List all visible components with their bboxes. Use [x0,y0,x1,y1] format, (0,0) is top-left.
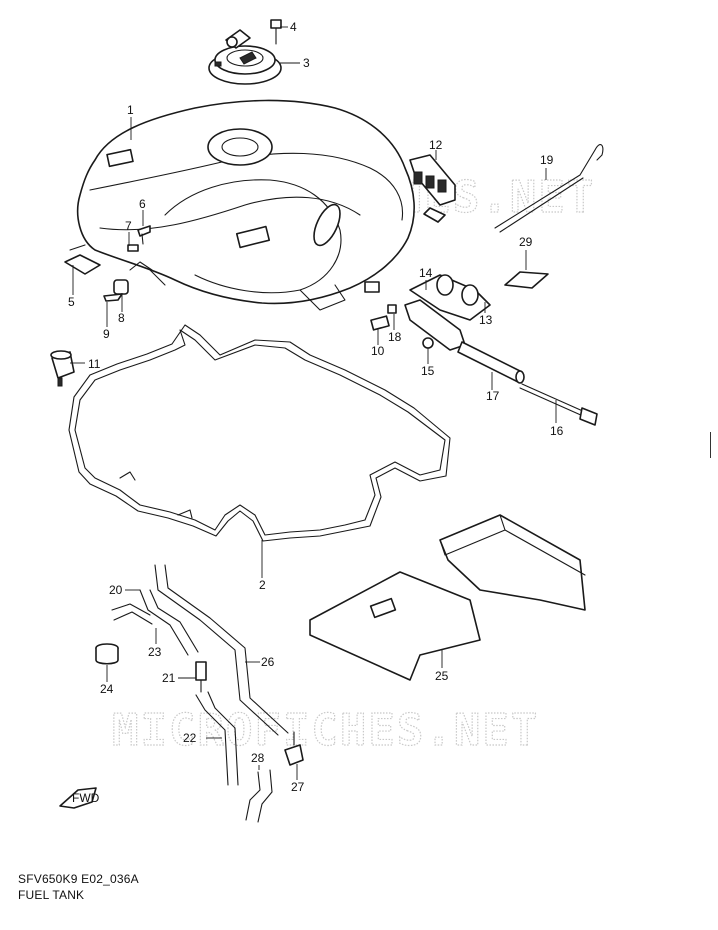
heat-shield-part [309,514,586,681]
fwd-label: FWD [72,791,100,805]
callout-2: 2 [259,578,266,592]
callout-13: 13 [479,313,493,327]
pad-part [504,271,549,289]
fuel-tank-part [76,99,415,311]
watermark-bottom: MICROFICHES.NET [112,705,539,756]
callout-23: 23 [148,645,162,659]
callout-9: 9 [103,327,110,341]
leader-lines [70,26,557,780]
callout-3: 3 [303,56,310,70]
callout-19: 19 [540,153,554,167]
ring-24-part [95,643,119,665]
callout-16: 16 [550,424,564,438]
bolt-6-part [137,225,151,245]
callout-11: 11 [88,357,101,371]
callout-25: 25 [435,669,449,683]
nut-18-part [387,304,397,314]
callout-20: 20 [109,583,123,597]
gasket-part [68,324,451,542]
hose-26-part [154,564,289,736]
callout-5: 5 [68,295,75,309]
callout-27: 27 [291,780,305,794]
hose-20-part [139,589,199,656]
hose-22-part [195,691,239,786]
cushion-7-part [127,244,139,252]
forward-arrow-icon: FWD [59,787,100,809]
damper-5-part [64,254,101,275]
callout-18: 18 [388,330,402,344]
bracket-part [409,154,456,223]
fuel-cap-part [208,29,282,85]
joint-21-part [195,661,207,693]
plug-part [50,350,75,387]
cushion-9-part [103,293,123,302]
callout-7: 7 [125,219,132,233]
hose-23-part [111,603,153,625]
callout-12: 12 [429,138,443,152]
callout-24: 24 [100,682,114,696]
joint-27-part [284,731,304,766]
callout-26: 26 [261,655,275,669]
washer-8-part [113,279,129,295]
prop-rod-part [494,144,604,233]
callout-4: 4 [290,20,297,34]
diagram-title: FUEL TANK [18,888,85,902]
callout-28: 28 [251,751,265,765]
bolt-part [270,19,282,45]
callout-labels: 1 2 3 4 5 6 7 8 9 10 11 12 13 14 15 16 1… [68,20,564,794]
callout-1: 1 [127,103,134,117]
callout-6: 6 [139,197,146,211]
pivot-pipe-part [457,341,525,384]
callout-15: 15 [421,364,435,378]
diagram-code: SFV650K9 E02_036A [18,872,139,886]
grommet-10-part [370,315,390,331]
hose-28-part [245,769,273,823]
callout-8: 8 [118,311,125,325]
long-bolt-part [519,383,598,426]
callout-21: 21 [162,671,176,685]
callout-17: 17 [486,389,500,403]
callout-29: 29 [519,235,533,249]
page-edge-mark [710,432,711,458]
callout-14: 14 [419,266,433,280]
hinge-part [404,274,491,351]
callout-22: 22 [183,731,197,745]
callout-10: 10 [371,344,385,358]
